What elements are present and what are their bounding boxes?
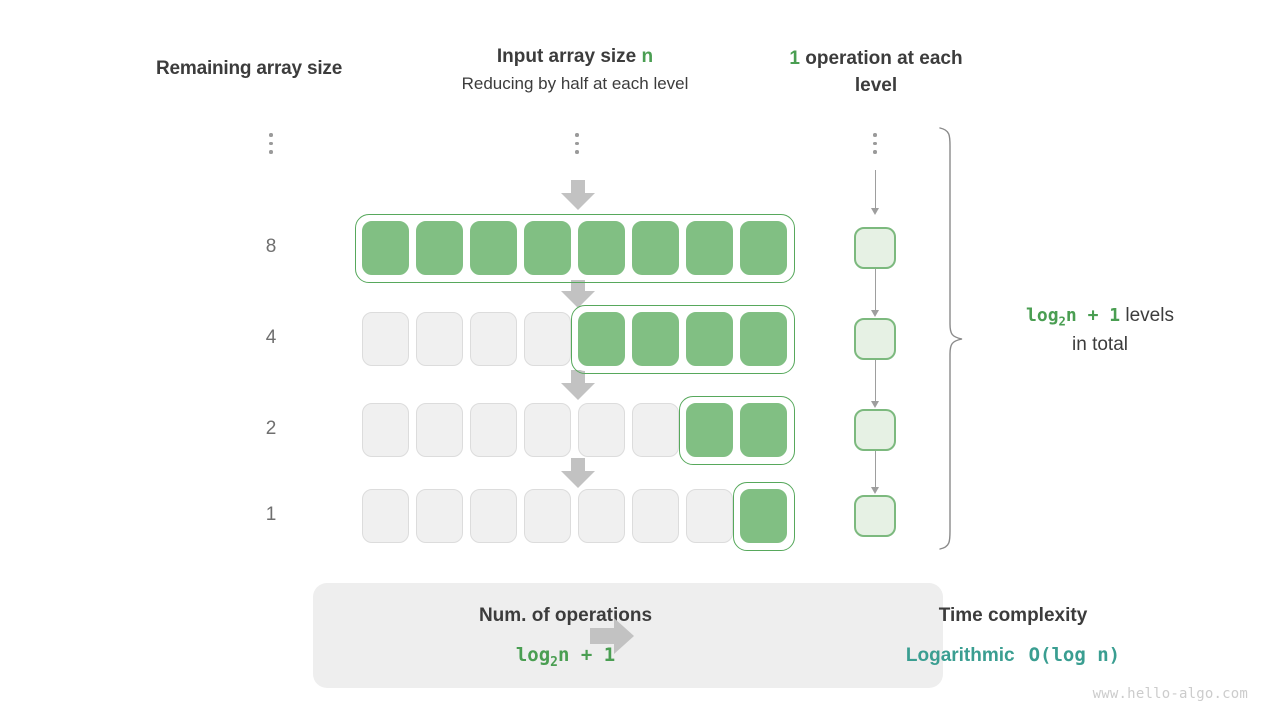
array-cell — [416, 403, 463, 457]
size-label-row-3: 2 — [265, 418, 277, 439]
header-mid-symbol-n: n — [641, 46, 654, 67]
array-column-ellipsis-icon — [572, 133, 582, 154]
array-cell — [524, 312, 571, 366]
operation-box-3 — [854, 409, 896, 451]
summary-complexity-title: Time complexity — [938, 605, 1088, 626]
left-column-ellipsis-icon — [266, 133, 276, 154]
array-cell — [470, 312, 517, 366]
array-cell — [362, 489, 409, 543]
site-watermark: www.hello-algo.com — [1092, 686, 1248, 702]
halving-arrow-2-icon — [561, 278, 595, 308]
levels-word-2: in total — [1072, 333, 1128, 355]
array-cell — [362, 403, 409, 457]
size-label-row-4: 1 — [265, 504, 277, 525]
array-cell — [524, 221, 571, 275]
operation-box-2 — [854, 318, 896, 360]
summary-complexity-word: Logarithmic — [905, 645, 1015, 666]
header-mid-line1: Input array size n — [375, 46, 775, 68]
header-right-text: operation at each level — [799, 48, 963, 96]
summary-complexity-bigo: O(log n) — [1028, 644, 1121, 666]
array-cell — [740, 489, 787, 543]
array-cell — [686, 312, 733, 366]
array-cell — [686, 489, 733, 543]
array-cell — [524, 403, 571, 457]
summary-operations-title: Num. of operations — [478, 605, 653, 626]
operation-box-4 — [854, 495, 896, 537]
size-label-row-1: 8 — [265, 236, 277, 257]
array-cell — [632, 489, 679, 543]
levels-word-1: levels — [1125, 305, 1174, 326]
summary-right-arrow-icon — [590, 618, 636, 654]
op-arrow-3-icon — [871, 451, 880, 494]
array-cell — [578, 312, 625, 366]
array-cell — [416, 489, 463, 543]
array-cell — [740, 221, 787, 275]
summary-ops-base: 2 — [550, 654, 558, 670]
array-cell — [470, 403, 517, 457]
levels-formula-log: log — [1026, 305, 1059, 326]
array-cell — [470, 221, 517, 275]
array-cell — [470, 489, 517, 543]
header-mid-text: Input array size — [496, 46, 642, 67]
array-cell — [632, 221, 679, 275]
summary-complexity-column: Time complexity Logarithmic O(log n) — [798, 605, 1228, 667]
header-right-number: 1 — [789, 48, 800, 69]
summary-ops-log: log — [515, 644, 551, 666]
operation-box-1 — [854, 227, 896, 269]
op-arrow-2-icon — [871, 360, 880, 408]
halving-arrow-1-icon — [561, 180, 595, 210]
array-cell — [362, 312, 409, 366]
array-cell — [686, 221, 733, 275]
levels-formula: log2n + 1 — [1026, 305, 1121, 329]
op-arrow-0-icon — [871, 170, 880, 215]
halving-arrow-3-icon — [561, 370, 595, 400]
size-label-row-2: 4 — [265, 327, 277, 348]
array-cell — [416, 312, 463, 366]
op-arrow-1-icon — [871, 269, 880, 317]
header-left-label: Remaining array size — [156, 58, 343, 79]
header-remaining-array-size: Remaining array size — [156, 58, 342, 80]
halving-arrow-4-icon — [561, 458, 595, 488]
header-input-array-size: Input array size n Reducing by half at e… — [375, 46, 775, 94]
array-cell — [740, 312, 787, 366]
levels-formula-rest: n + 1 — [1065, 305, 1121, 326]
array-cell — [632, 403, 679, 457]
array-cell — [578, 489, 625, 543]
summary-ops-rest: n + 1 — [557, 644, 616, 666]
array-cell — [362, 221, 409, 275]
summary-complexity-value: Logarithmic O(log n) — [798, 644, 1228, 667]
levels-total-text: log2n + 1 levels in total — [985, 302, 1215, 359]
summary-operations-value: log2n + 1 — [343, 644, 788, 670]
header-one-operation: 1 operation at each level — [776, 46, 976, 100]
array-cell — [740, 403, 787, 457]
levels-brace-icon — [939, 127, 963, 550]
array-cell — [686, 403, 733, 457]
array-cell — [578, 403, 625, 457]
header-mid-line2: Reducing by half at each level — [461, 74, 689, 93]
levels-formula-base: 2 — [1058, 314, 1066, 329]
array-cell — [578, 221, 625, 275]
array-cell — [416, 221, 463, 275]
array-cell — [524, 489, 571, 543]
summary-operations-column: Num. of operations log2n + 1 — [343, 605, 788, 670]
array-cell — [632, 312, 679, 366]
operations-column-ellipsis-icon — [870, 133, 880, 154]
